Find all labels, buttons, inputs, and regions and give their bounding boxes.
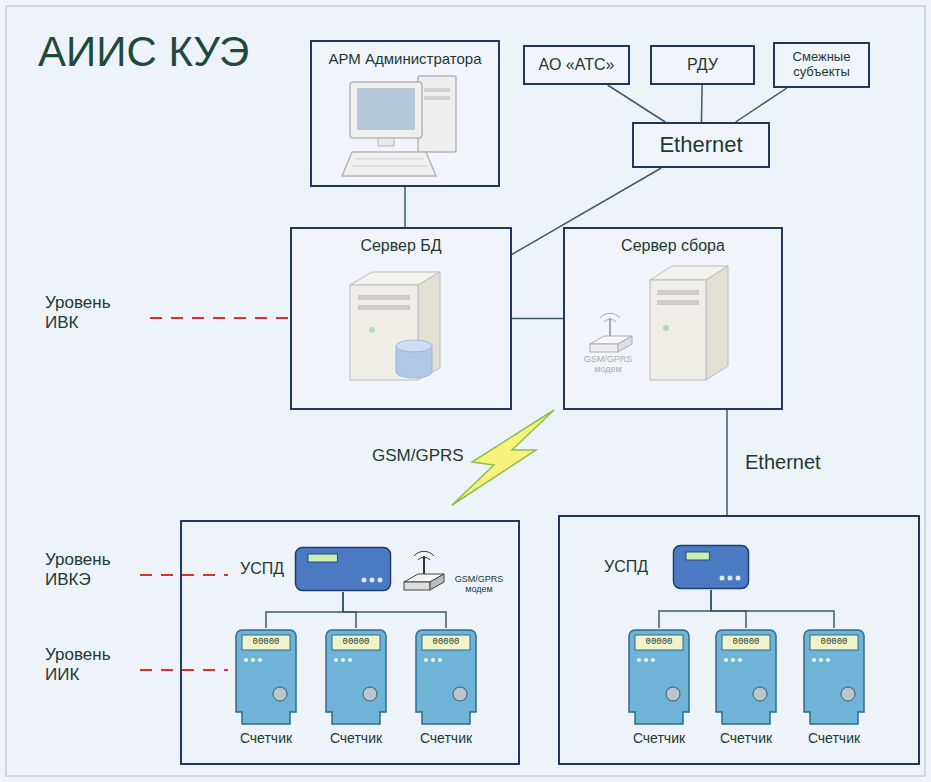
box-title: Смежные субъекты	[781, 50, 862, 80]
connector-line	[736, 88, 787, 122]
meter-name: Счетчик	[322, 730, 390, 747]
connector-line	[701, 85, 703, 122]
energy-meter: 00000Счетчик	[800, 628, 868, 754]
uspd-device	[672, 544, 750, 590]
meter-name: Счетчик	[412, 730, 480, 747]
annotation-label: Уровень ИВКЭ	[45, 550, 140, 589]
connector-line	[512, 318, 563, 320]
frame	[6, 6, 925, 776]
connector-line	[343, 592, 356, 628]
annotation-label: GSM/GPRS	[372, 446, 472, 466]
system-box: Смежные субъекты	[773, 42, 870, 88]
system-box: АРМ Администратора	[310, 40, 500, 187]
site-group: УСПД00000Счетчик00000Счетчик00000Счетчик	[558, 515, 920, 765]
wireless-bolt	[452, 410, 554, 505]
meter-name: Счетчик	[800, 730, 868, 747]
data-collector: УСПД	[240, 546, 392, 592]
meter-name: Счетчик	[625, 730, 693, 747]
meter-reading: 00000	[800, 635, 868, 650]
meter-reading: 00000	[412, 635, 480, 650]
box-title: АРМ Администратора	[328, 50, 481, 67]
annotation-label: GSM/GPRS модем	[446, 574, 512, 595]
box-title: АО «АТС»	[539, 56, 615, 74]
device-name: УСПД	[604, 558, 648, 576]
connector-line	[608, 85, 666, 122]
system-box: Ethernet	[632, 122, 770, 168]
site-group: УСПД00000Счетчик00000Счетчик00000Счетчик	[180, 520, 520, 765]
meter-reading: 00000	[712, 635, 780, 650]
connector-label: Ethernet	[745, 451, 821, 474]
energy-meter: 00000Счетчик	[322, 628, 390, 754]
diagram-title: АИИС КУЭ	[38, 28, 249, 76]
server-box: Сервер БД	[290, 227, 512, 410]
box-title: РДУ	[687, 56, 718, 74]
energy-meter: 00000Счетчик	[712, 628, 780, 754]
connector-line	[711, 590, 834, 628]
energy-meter: 00000Счетчик	[232, 628, 300, 754]
box-title: Сервер БД	[360, 237, 441, 255]
meter-reading: 00000	[625, 635, 693, 650]
uspd-device	[294, 546, 392, 592]
system-box: АО «АТС»	[523, 45, 630, 85]
meter-reading: 00000	[322, 635, 390, 650]
server-box: Сервер сбора	[563, 227, 783, 410]
annotation-label: Уровень ИВК	[45, 293, 140, 332]
meter-reading: 00000	[232, 635, 300, 650]
meter-name: Счетчик	[232, 730, 300, 747]
annotation-label: Уровень ИИК	[45, 645, 140, 684]
system-box: РДУ	[650, 45, 755, 85]
box-title: Ethernet	[659, 132, 742, 157]
connector-line	[659, 590, 711, 628]
box-title: Сервер сбора	[621, 237, 725, 255]
connector-line	[266, 592, 343, 628]
connector-line	[343, 592, 446, 628]
connector-line	[404, 187, 406, 227]
connector-line	[711, 590, 746, 628]
energy-meter: 00000Счетчик	[625, 628, 693, 754]
device-name: УСПД	[240, 560, 284, 578]
energy-meter: 00000Счетчик	[412, 628, 480, 754]
modem-icon	[404, 551, 444, 590]
meter-name: Счетчик	[712, 730, 780, 747]
connector-line	[726, 410, 728, 515]
data-collector: УСПД	[604, 544, 750, 590]
